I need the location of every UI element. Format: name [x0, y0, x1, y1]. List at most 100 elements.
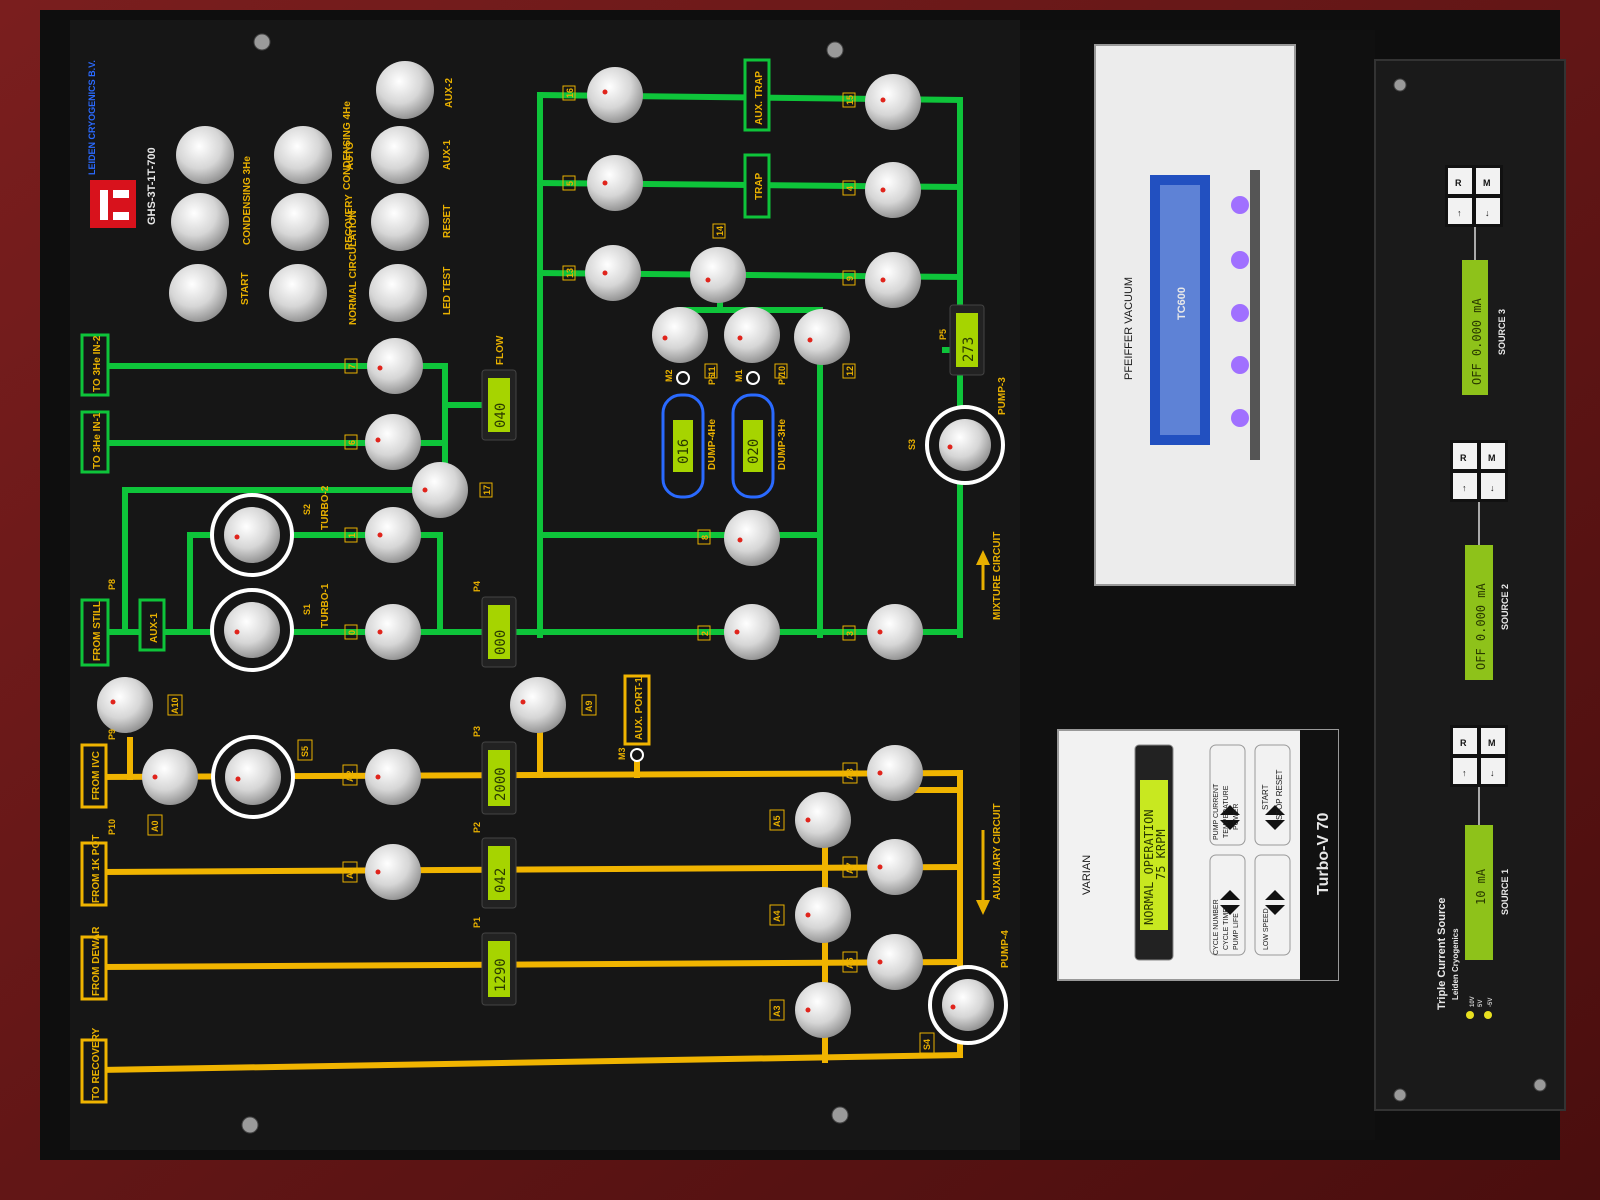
knob-condensing-3he[interactable] [176, 126, 234, 184]
source-3-key-up-label: ↑ [1457, 208, 1462, 218]
valve-a3[interactable] [795, 982, 851, 1038]
knob-start[interactable] [169, 264, 227, 322]
pfeiffer-brand: PFEIFFER VACUUM [1123, 277, 1135, 380]
source-1-key-m[interactable] [1481, 728, 1505, 754]
p4-label: P4 [472, 581, 482, 592]
mode-buttons [169, 61, 434, 322]
knob-recovery[interactable] [271, 193, 329, 251]
valve-3[interactable] [867, 604, 923, 660]
green-port-boxes [80, 58, 771, 667]
valve-5[interactable] [587, 155, 643, 211]
knob-auto[interactable] [171, 193, 229, 251]
source-3-key-m[interactable] [1476, 168, 1500, 194]
valve-8[interactable] [724, 510, 780, 566]
port-from-still: FROM STILL [92, 601, 103, 661]
varian-up-down-4[interactable] [1265, 805, 1285, 815]
pfeiffer-key-1[interactable] [1231, 196, 1249, 214]
varian-up-down-2[interactable] [1220, 805, 1240, 815]
flow-label: FLOW [495, 335, 506, 365]
valve-17[interactable] [412, 462, 468, 518]
turbo-pump-leds [234, 444, 953, 635]
source-3-key-r[interactable] [1448, 168, 1472, 194]
source-3-key-down[interactable] [1476, 198, 1500, 224]
tag-p10: P10 [107, 819, 117, 835]
pfeiffer-key-2[interactable] [1231, 251, 1249, 269]
tag-a0: A0 [150, 820, 160, 832]
source-2-key-m[interactable] [1481, 443, 1505, 469]
pfeiffer-screen [1150, 175, 1210, 445]
tag-15: 15 [845, 95, 855, 105]
mixture-circuit-label: MIXTURE CIRCUIT [992, 532, 1003, 620]
tag-17: 17 [482, 485, 492, 495]
source-3-display [1462, 260, 1488, 395]
source-2-key-up-label: ↑ [1462, 483, 1467, 493]
tag-a9: A9 [584, 700, 594, 712]
knob-reset[interactable] [371, 193, 429, 251]
valve-15[interactable] [865, 74, 921, 130]
knob-normal-circulation[interactable] [269, 264, 327, 322]
valve-a1[interactable] [365, 844, 421, 900]
current-source-channels [1445, 165, 1508, 960]
valve-a6[interactable] [867, 934, 923, 990]
p2-value: 042 [493, 868, 509, 893]
valve-0[interactable] [365, 604, 421, 660]
valve-10[interactable] [724, 307, 780, 363]
pfeiffer-key-5[interactable] [1231, 409, 1249, 427]
tag-s1: S1 [302, 604, 312, 615]
valve-13[interactable] [585, 245, 641, 301]
m3-tag: M3 [617, 747, 627, 760]
valve-16[interactable] [587, 67, 643, 123]
valve-a9[interactable] [510, 677, 566, 733]
valve-a5[interactable] [795, 792, 851, 848]
valve-2[interactable] [724, 604, 780, 660]
valve-9[interactable] [865, 252, 921, 308]
source-1-label: SOURCE 1 [1500, 869, 1510, 915]
varian-display-line1: NORMAL OPERATION [1142, 809, 1156, 925]
source-2-key-r[interactable] [1453, 443, 1477, 469]
knob-led-test[interactable] [369, 264, 427, 322]
valve-6[interactable] [365, 414, 421, 470]
source-2-key-up[interactable] [1453, 473, 1477, 499]
led-5v-label: 5V [1478, 1000, 1484, 1007]
varian-btn-power: POWER [1233, 804, 1240, 830]
valve-a0[interactable] [142, 749, 198, 805]
valve-1[interactable] [365, 507, 421, 563]
source-1-display-text: 10 mA [1474, 868, 1488, 905]
valve-11[interactable] [652, 307, 708, 363]
valve-a7[interactable] [867, 839, 923, 895]
valve-14[interactable] [690, 247, 746, 303]
yellow-valve-leds [110, 699, 883, 1013]
p7-value: 020 [746, 439, 762, 464]
source-2-label: SOURCE 2 [1500, 584, 1510, 630]
source-1-key-up[interactable] [1453, 758, 1477, 784]
knob-condensing-4he[interactable] [274, 126, 332, 184]
valve-12[interactable] [794, 309, 850, 365]
valve-a4[interactable] [795, 887, 851, 943]
pfeiffer-key-3[interactable] [1231, 304, 1249, 322]
knob-aux-2[interactable] [376, 61, 434, 119]
led-10v [1466, 1011, 1474, 1019]
tag-p9: P9 [107, 729, 117, 740]
source-3-key-up[interactable] [1448, 198, 1472, 224]
p3-value: 2000 [493, 767, 509, 801]
varian-up-down-1[interactable] [1220, 890, 1240, 900]
yellow-pump-leds [235, 776, 956, 1010]
green-turbo-pumps [210, 405, 1005, 672]
source-1-key-down[interactable] [1481, 758, 1505, 784]
source-1-key-r[interactable] [1453, 728, 1477, 754]
pfeiffer-key-4[interactable] [1231, 356, 1249, 374]
valve-a2[interactable] [365, 749, 421, 805]
knob-aux-1[interactable] [371, 126, 429, 184]
valve-a10[interactable] [97, 677, 153, 733]
mode-label-condensing-4he: CONDENSING 4He [342, 101, 353, 190]
valve-7[interactable] [367, 338, 423, 394]
source-2-key-down[interactable] [1481, 473, 1505, 499]
varian-up-down-3[interactable] [1265, 890, 1285, 900]
valve-a8[interactable] [867, 745, 923, 801]
yellow-circuit-pipes [96, 697, 964, 1074]
valve-4[interactable] [865, 162, 921, 218]
p1-label: P1 [472, 917, 482, 928]
tag-2: 2 [700, 631, 710, 636]
tag-s5: S5 [300, 746, 310, 757]
